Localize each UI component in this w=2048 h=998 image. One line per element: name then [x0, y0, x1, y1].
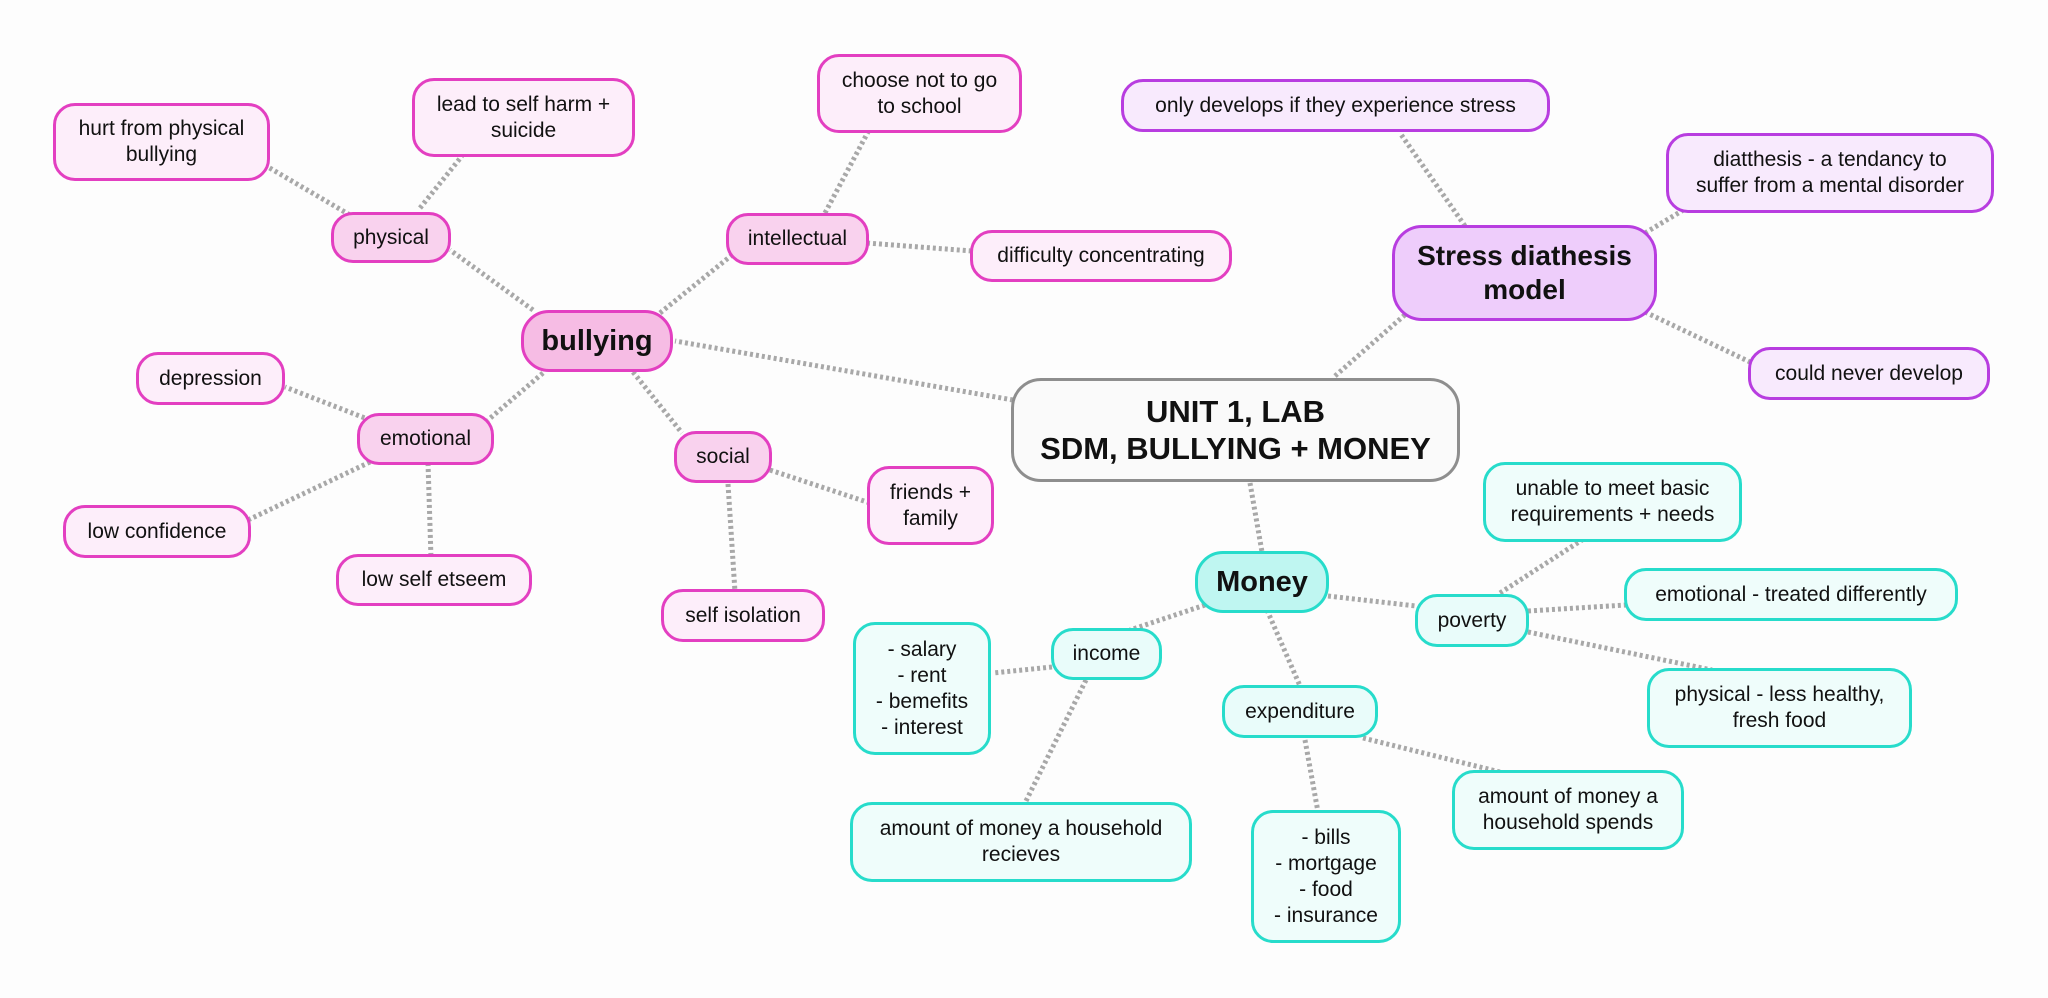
physical-less-healthy-node[interactable]: physical - less healthy, fresh food — [1647, 668, 1912, 748]
friends-family-node[interactable]: friends + family — [867, 466, 994, 545]
basic-needs-node[interactable]: unable to meet basic requirements + need… — [1483, 462, 1742, 542]
link-expenditure-definition — [1362, 735, 1501, 775]
diathesis-definition-node[interactable]: diatthesis - a tendancy to suffer from a… — [1666, 133, 1994, 213]
link-poverty-basicneeds — [1498, 537, 1584, 596]
link-center-stress — [1333, 311, 1409, 378]
link-bullying-emotional — [486, 371, 545, 422]
link-expenditure-list — [1302, 739, 1321, 813]
central-topic[interactable]: UNIT 1, LAB SDM, BULLYING + MONEY — [1011, 378, 1460, 482]
link-center-bullying — [674, 338, 1014, 403]
link-emotional-lowconfidence — [246, 459, 372, 523]
link-bullying-social — [631, 370, 684, 435]
difficulty-concentrating-node[interactable]: difficulty concentrating — [970, 230, 1232, 282]
link-intellectual-school — [822, 130, 871, 215]
emotional-subtopic[interactable]: emotional — [357, 413, 494, 465]
link-poverty-physical — [1527, 629, 1713, 673]
income-definition-node[interactable]: amount of money a household recieves — [850, 802, 1192, 882]
link-bullying-intellectual — [658, 253, 734, 315]
link-emotional-lowselfesteem — [425, 462, 434, 559]
link-stress-neverdevelop — [1643, 309, 1752, 365]
emotional-treated-differently-node[interactable]: emotional - treated differently — [1624, 568, 1958, 621]
hurt-from-physical-bullying-node[interactable]: hurt from physical bullying — [53, 103, 270, 181]
expenditure-definition-node[interactable]: amount of money a household spends — [1452, 770, 1684, 850]
depression-node[interactable]: depression — [136, 352, 285, 405]
choose-not-to-go-to-school-node[interactable]: choose not to go to school — [817, 54, 1022, 133]
expenditure-subtopic[interactable]: expenditure — [1222, 685, 1378, 738]
link-physical-selfharm — [418, 154, 464, 210]
low-self-esteem-node[interactable]: low self etseem — [336, 554, 532, 606]
link-income-definition — [1022, 678, 1089, 805]
money-topic[interactable]: Money — [1195, 551, 1329, 613]
link-income-list — [992, 664, 1053, 676]
link-money-expenditure — [1264, 609, 1303, 687]
link-center-money — [1247, 482, 1265, 553]
link-poverty-emotional — [1527, 602, 1627, 614]
link-bullying-physical — [448, 247, 535, 313]
link-intellectual-concentrating — [866, 240, 973, 254]
self-isolation-node[interactable]: self isolation — [661, 589, 825, 642]
physical-subtopic[interactable]: physical — [331, 212, 451, 263]
only-develops-with-stress-node[interactable]: only develops if they experience stress — [1121, 79, 1550, 132]
link-emotional-depression — [284, 384, 371, 423]
link-physical-hurt — [266, 164, 357, 221]
income-subtopic[interactable]: income — [1051, 628, 1162, 680]
link-stress-onlydevelops — [1397, 131, 1468, 228]
link-social-friends — [769, 467, 871, 506]
could-never-develop-node[interactable]: could never develop — [1748, 347, 1990, 400]
link-money-poverty — [1327, 593, 1417, 609]
expenditure-list-node[interactable]: - bills - mortgage - food - insurance — [1251, 810, 1401, 943]
link-social-isolation — [725, 483, 738, 593]
stress-diathesis-topic[interactable]: Stress diathesis model — [1392, 225, 1657, 321]
intellectual-subtopic[interactable]: intellectual — [726, 213, 869, 265]
self-harm-suicide-node[interactable]: lead to self harm + suicide — [412, 78, 635, 157]
link-money-income — [1129, 602, 1206, 633]
poverty-subtopic[interactable]: poverty — [1415, 594, 1529, 647]
social-subtopic[interactable]: social — [674, 431, 772, 483]
low-confidence-node[interactable]: low confidence — [63, 505, 251, 558]
bullying-topic[interactable]: bullying — [521, 310, 673, 372]
income-list-node[interactable]: - salary - rent - bemefits - interest — [853, 622, 991, 755]
